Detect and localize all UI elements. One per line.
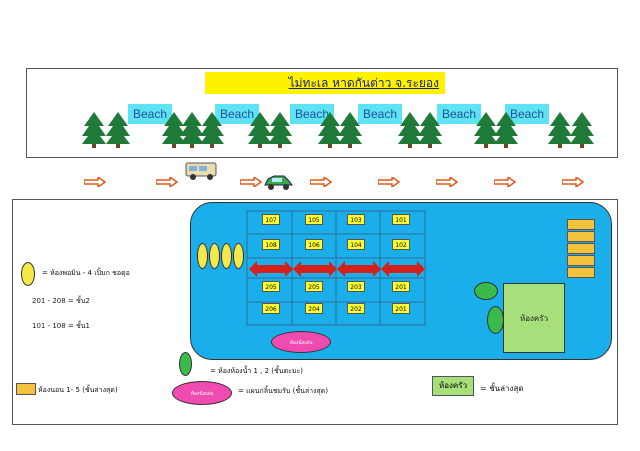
legend-floor1: 101 - 108 = ชั้น1 — [32, 322, 91, 330]
room-box: 203 — [347, 281, 365, 292]
road-arrow-icon — [240, 177, 262, 187]
road-arrow-icon — [156, 177, 178, 187]
legend-yellow-oval-text: = ห้องพอมิน - 4 เปิ้มก ชอดุอ — [42, 269, 130, 277]
legend-green-oval-text: = ห้องห้องน้ำ 1 , 2 (ชั้นตะมะ) — [210, 367, 303, 375]
living-room-oval: ห้องนั่งเล่น — [271, 331, 331, 353]
room-box: 103 — [347, 214, 365, 225]
room-box: 201 — [392, 303, 410, 314]
pine-tree-icon — [418, 112, 442, 148]
room-box: 101 — [392, 214, 410, 225]
pine-tree-icon — [200, 112, 224, 148]
beach-label: Beach — [290, 104, 334, 124]
road-arrow-icon — [562, 177, 584, 187]
room-oval — [221, 243, 232, 269]
road-arrow-icon — [378, 177, 400, 187]
beach-label: Beach — [437, 104, 481, 124]
pine-tree-icon — [106, 112, 130, 148]
room-box: 107 — [262, 214, 280, 225]
pine-tree-icon — [338, 112, 362, 148]
legend-green-oval — [179, 352, 192, 376]
room-box: 202 — [347, 303, 365, 314]
legend-yellow-oval — [21, 262, 35, 286]
pine-tree-icon — [474, 112, 498, 148]
pine-tree-icon — [248, 112, 272, 148]
room-box: 104 — [347, 239, 365, 250]
room-box: 108 — [262, 239, 280, 250]
bedroom-block — [567, 255, 595, 266]
bedroom-block — [567, 267, 595, 278]
bedroom-block — [567, 231, 595, 242]
pine-tree-icon — [398, 112, 422, 148]
beach-label: Beach — [505, 104, 549, 124]
van-icon — [185, 162, 217, 180]
pine-tree-icon — [494, 112, 518, 148]
room-oval — [209, 243, 220, 269]
pine-tree-icon — [318, 112, 342, 148]
legend-bedroom-text: ห้องนอน 1- 5 (ชั้นล่างสุด) — [38, 386, 118, 394]
legend-pink-oval-label: ห้องนั่งเล่น — [190, 391, 214, 397]
bathroom-oval — [474, 282, 498, 300]
road-arrow-icon — [436, 177, 458, 187]
room-box: 102 — [392, 239, 410, 250]
beach-label: Beach — [128, 104, 172, 124]
room-box: 201 — [392, 281, 410, 292]
bedroom-block — [567, 219, 595, 230]
legend-kitchen-swatch: ห้องครัว — [432, 376, 474, 396]
road-arrow-icon — [494, 177, 516, 187]
room-box: 205 — [262, 281, 280, 292]
room-box: 105 — [305, 214, 323, 225]
room-box: 204 — [305, 303, 323, 314]
living-room-label: ห้องนั่งเล่น — [289, 340, 313, 346]
room-box: 206 — [262, 303, 280, 314]
pine-tree-icon — [570, 112, 594, 148]
legend-floor2: 201 - 208 = ชั้น2 — [32, 297, 91, 305]
kitchen-block: ห้องครัว — [503, 283, 565, 353]
room-box: 205 — [305, 281, 323, 292]
car-icon — [264, 175, 293, 190]
legend-bedroom-swatch — [16, 383, 36, 395]
beach-label: Beach — [215, 104, 259, 124]
bathroom-oval — [487, 306, 504, 334]
pine-tree-icon — [548, 112, 572, 148]
beach-label: Beach — [358, 104, 402, 124]
room-box: 106 — [305, 239, 323, 250]
pine-tree-icon — [180, 112, 204, 148]
bedroom-block — [567, 243, 595, 254]
pine-tree-icon — [82, 112, 106, 148]
legend-kitchen-text: = ชั้นล่างสุด — [480, 384, 524, 393]
legend-pink-oval-text: = แผนก่ลิ้นชมรับ (ชั้นล่างสุด) — [238, 387, 329, 395]
pine-tree-icon — [268, 112, 292, 148]
walkway-arrows — [249, 261, 425, 277]
map-title: ไม่ทะเล หาดกันต่าว จ.ระยอง — [205, 72, 445, 94]
room-oval — [233, 243, 244, 269]
room-oval — [197, 243, 208, 269]
legend-pink-oval: ห้องนั่งเล่น — [172, 381, 232, 405]
road-arrow-icon — [84, 177, 106, 187]
road-arrow-icon — [310, 177, 332, 187]
